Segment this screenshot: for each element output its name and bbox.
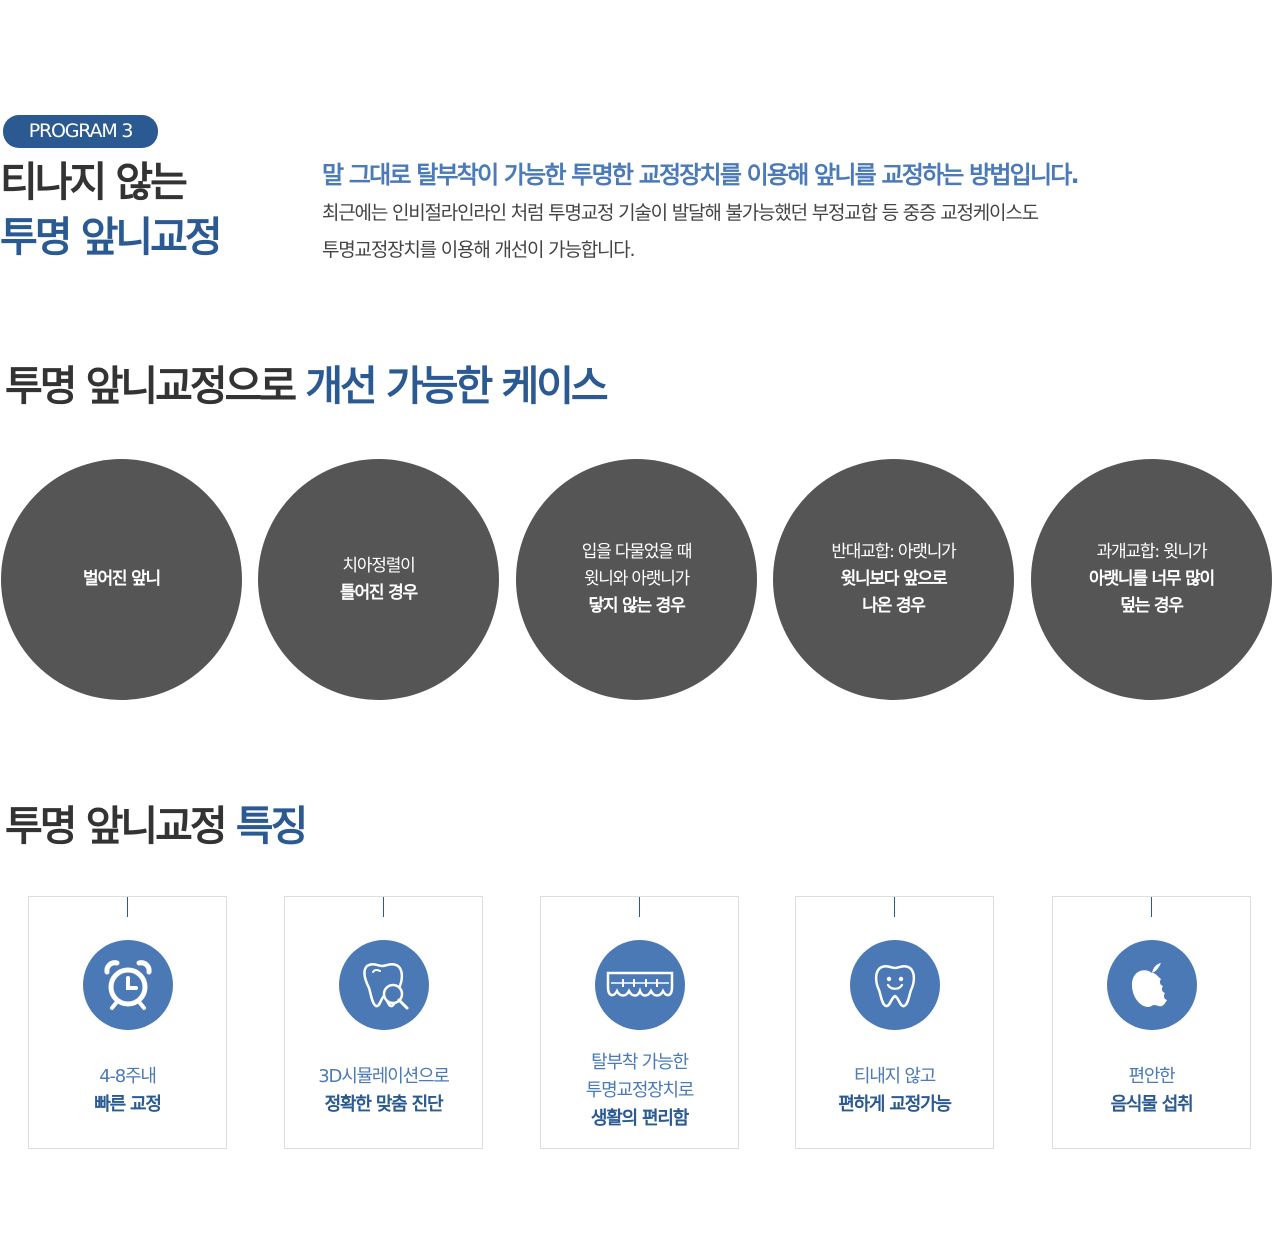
alarm-clock-icon: [83, 940, 173, 1030]
hero-title-line2: 투명 앞니교정: [0, 213, 223, 261]
card-tick-divider: [639, 897, 640, 917]
feature-card: 3D시뮬레이션으로 정확한 맞춤 진단: [284, 896, 483, 1149]
feature-light-line: 4-8주내: [99, 1066, 157, 1087]
features-section-title: 투명 앞니교정 특징: [5, 792, 308, 852]
case-circle: 벌어진 앞니: [1, 459, 242, 700]
feature-caption: 4-8주내 빠른 교정: [29, 1052, 226, 1130]
hero-title-line1: 티나지 않는: [0, 158, 188, 206]
case-light-line: 반대교합: 아랫니가: [831, 542, 956, 562]
feature-light-line: 투명교정장치로: [585, 1080, 695, 1101]
feature-light-line: 탈부착 가능한: [591, 1052, 689, 1073]
cases-title-accent: 개선 가능한 케이스: [305, 362, 608, 410]
feature-caption: 편안한 음식물 섭취: [1053, 1052, 1250, 1130]
feature-caption: 3D시뮬레이션으로 정확한 맞춤 진단: [285, 1052, 482, 1130]
intro-body-line1: 최근에는 인비절라인라인 처럼 투명교정 기술이 발달해 불가능했던 부정교합 …: [322, 202, 1039, 224]
feature-card: 티내지 않고 편하게 교정가능: [795, 896, 994, 1149]
feature-light-line: 편안한: [1128, 1066, 1175, 1087]
smiling-tooth-icon: [850, 940, 940, 1030]
feature-cards: 4-8주내 빠른 교정 3D시뮬레이션으로 정확한 맞춤 진단: [0, 896, 1280, 1152]
case-bold-line: 덮는 경우: [1120, 596, 1184, 616]
intro-body-line2: 투명교정장치를 이용해 개선이 가능합니다.: [322, 239, 636, 261]
feature-bold-line: 음식물 섭취: [1110, 1094, 1194, 1115]
case-bold-line: 벌어진 앞니: [83, 569, 161, 589]
case-bold-line: 윗니보다 앞으로: [840, 569, 948, 589]
features-title-accent: 특징: [235, 802, 308, 850]
case-bold-line: 나온 경우: [862, 596, 926, 616]
case-circle: 반대교합: 아랫니가 윗니보다 앞으로 나온 경우: [773, 459, 1014, 700]
case-bold-line: 아랫니를 너무 많이: [1089, 569, 1215, 589]
case-light-line: 치아정렬이: [342, 555, 415, 576]
feature-bold-line: 편하게 교정가능: [838, 1094, 952, 1115]
case-circles: 벌어진 앞니 치아정렬이 틀어진 경우 입을 다물었을 때 윗니와 아랫니가 닿…: [0, 459, 1280, 701]
card-tick-divider: [383, 897, 384, 917]
feature-bold-line: 생활의 편리함: [590, 1108, 689, 1129]
feature-bold-line: 빠른 교정: [94, 1094, 162, 1115]
bitten-apple-icon: [1107, 940, 1197, 1030]
card-tick-divider: [1151, 897, 1152, 917]
case-circle: 입을 다물었을 때 윗니와 아랫니가 닿지 않는 경우: [516, 459, 757, 700]
intro-text: 말 그대로 탈부착이 가능한 투명한 교정장치를 이용해 앞니를 교정하는 방법…: [322, 155, 1272, 269]
feature-card: 편안한 음식물 섭취: [1052, 896, 1251, 1149]
case-bold-line: 틀어진 경우: [340, 582, 418, 603]
feature-caption: 탈부착 가능한 투명교정장치로 생활의 편리함: [541, 1052, 738, 1130]
braces-teeth-icon: [595, 940, 685, 1030]
feature-caption: 티내지 않고 편하게 교정가능: [796, 1052, 993, 1130]
features-title-plain: 투명 앞니교정: [5, 802, 228, 850]
cases-title-plain: 투명 앞니교정으로: [5, 362, 297, 410]
case-light-line: 입을 다물었을 때: [581, 542, 693, 562]
feature-light-line: 3D시뮬레이션으로: [318, 1066, 450, 1087]
hero-title: 티나지 않는 투명 앞니교정: [0, 155, 300, 265]
feature-bold-line: 정확한 맞춤 진단: [324, 1094, 444, 1115]
tooth-magnifier-icon: [339, 940, 429, 1030]
case-circle: 과개교합: 윗니가 아랫니를 너무 많이 덮는 경우: [1031, 459, 1272, 700]
case-circle: 치아정렬이 틀어진 경우: [258, 459, 499, 700]
program-badge: PROGRAM 3: [3, 115, 158, 148]
case-light-line: 과개교합: 윗니가: [1096, 542, 1208, 562]
intro-lead: 말 그대로 탈부착이 가능한 투명한 교정장치를 이용해 앞니를 교정하는 방법…: [322, 161, 1080, 189]
feature-light-line: 티내지 않고: [853, 1066, 937, 1087]
card-tick-divider: [127, 897, 128, 917]
card-tick-divider: [894, 897, 895, 917]
case-light-line: 윗니와 아랫니가: [583, 569, 691, 589]
case-bold-line: 닿지 않는 경우: [588, 596, 685, 616]
cases-section-title: 투명 앞니교정으로 개선 가능한 케이스: [5, 352, 609, 412]
feature-card: 탈부착 가능한 투명교정장치로 생활의 편리함: [540, 896, 739, 1149]
feature-card: 4-8주내 빠른 교정: [28, 896, 227, 1149]
